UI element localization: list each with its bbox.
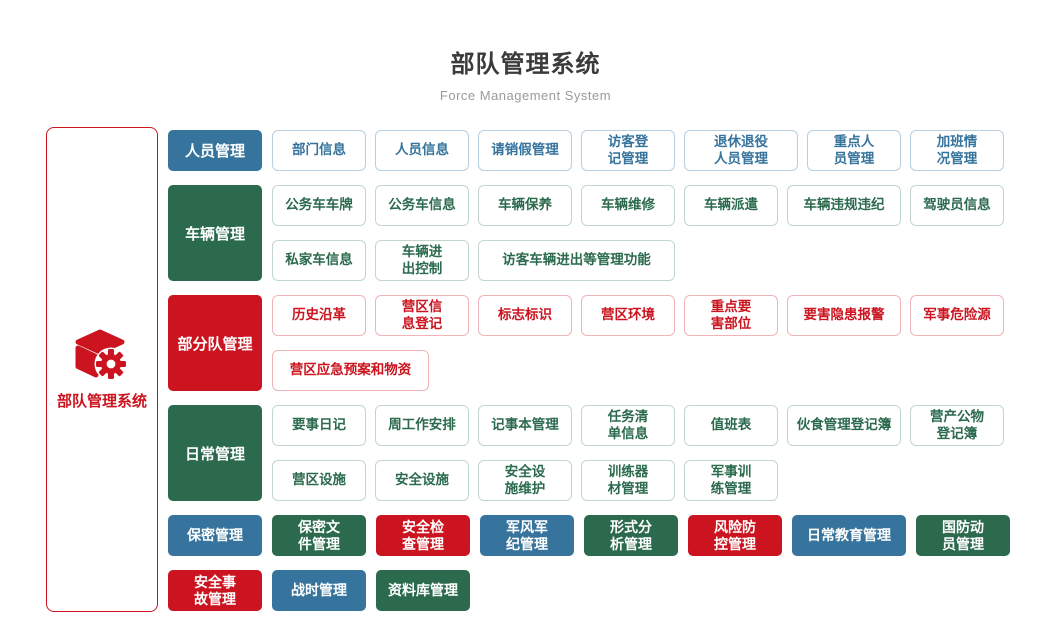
item-button[interactable]: 请销假管理 <box>478 130 572 171</box>
item-button[interactable]: 私家车信息 <box>272 240 366 281</box>
item-button[interactable]: 加班情况管理 <box>910 130 1004 171</box>
module-situation-analysis-management[interactable]: 形式分析管理 <box>584 515 678 556</box>
item-button[interactable]: 要害隐患报警 <box>787 295 901 336</box>
cube-gear-icon <box>75 329 128 380</box>
item-button[interactable]: 历史沿革 <box>272 295 366 336</box>
item-button[interactable]: 标志标识 <box>478 295 572 336</box>
item-button[interactable]: 营区信息登记 <box>375 295 469 336</box>
category-sub-unit-management[interactable]: 部分队管理 <box>168 295 262 391</box>
item-button[interactable]: 访客登记管理 <box>581 130 675 171</box>
module-database-management[interactable]: 资料库管理 <box>376 570 470 611</box>
item-button[interactable]: 访客车辆进出等管理功能 <box>478 240 675 281</box>
module-risk-control-management[interactable]: 风险防控管理 <box>688 515 782 556</box>
module-military-discipline-management[interactable]: 军风军纪管理 <box>480 515 574 556</box>
item-button[interactable]: 重点要害部位 <box>684 295 778 336</box>
item-button[interactable]: 安全设施维护 <box>478 460 572 501</box>
item-button[interactable]: 退休退役人员管理 <box>684 130 798 171</box>
modules-area: 人员管理 部门信息 人员信息 请销假管理 访客登记管理 退休退役人员管理 重点人… <box>168 130 1028 611</box>
page-subtitle: Force Management System <box>439 88 612 103</box>
module-secret-file-management[interactable]: 保密文件管理 <box>272 515 366 556</box>
page-header: 部队管理系统 Force Management System <box>0 44 1051 103</box>
system-root-label: 部队管理系统 <box>56 393 147 410</box>
item-button[interactable]: 营产公物登记簿 <box>910 405 1004 446</box>
item-button[interactable]: 值班表 <box>684 405 778 446</box>
item-button[interactable]: 营区环境 <box>581 295 675 336</box>
item-button[interactable]: 要事日记 <box>272 405 366 446</box>
item-button[interactable]: 营区应急预案和物资 <box>272 350 429 391</box>
module-daily-education-management[interactable]: 日常教育管理 <box>792 515 906 556</box>
module-wartime-management[interactable]: 战时管理 <box>272 570 366 611</box>
item-button[interactable]: 车辆派遣 <box>684 185 778 226</box>
item-button[interactable]: 安全设施 <box>375 460 469 501</box>
item-button[interactable]: 车辆违规违纪 <box>787 185 901 226</box>
item-button[interactable]: 重点人员管理 <box>807 130 901 171</box>
section-personnel-management: 人员管理 部门信息 人员信息 请销假管理 访客登记管理 退休退役人员管理 重点人… <box>168 130 1028 171</box>
solid-module-row-1: 保密管理 保密文件管理 安全检查管理 军风军纪管理 形式分析管理 风险防控管理 … <box>168 515 1028 556</box>
solid-module-row-2: 安全事故管理 战时管理 资料库管理 <box>168 570 1028 611</box>
page-title: 部队管理系统 <box>450 51 601 78</box>
item-button[interactable]: 军事训练管理 <box>684 460 778 501</box>
item-button[interactable]: 军事危险源 <box>910 295 1004 336</box>
item-button[interactable]: 公务车信息 <box>375 185 469 226</box>
item-button[interactable]: 伙食管理登记簿 <box>787 405 901 446</box>
module-safety-accident-management[interactable]: 安全事故管理 <box>168 570 262 611</box>
item-button[interactable]: 公务车车牌 <box>272 185 366 226</box>
item-button[interactable]: 周工作安排 <box>375 405 469 446</box>
section-daily-management: 日常管理 要事日记 周工作安排 记事本管理 任务清单信息 值班表 伙食管理登记簿… <box>168 405 1028 501</box>
category-daily-management[interactable]: 日常管理 <box>168 405 262 501</box>
item-button[interactable]: 记事本管理 <box>478 405 572 446</box>
item-button[interactable]: 人员信息 <box>375 130 469 171</box>
module-defense-mobilization-management[interactable]: 国防动员管理 <box>916 515 1010 556</box>
module-safety-inspection-management[interactable]: 安全检查管理 <box>376 515 470 556</box>
module-secrecy-management[interactable]: 保密管理 <box>168 515 262 556</box>
item-button[interactable]: 训练器材管理 <box>581 460 675 501</box>
section-sub-unit-management: 部分队管理 历史沿革 营区信息登记 标志标识 营区环境 重点要害部位 要害隐患报… <box>168 295 1028 391</box>
item-button[interactable]: 车辆保养 <box>478 185 572 226</box>
category-vehicle-management[interactable]: 车辆管理 <box>168 185 262 281</box>
system-root-panel: 部队管理系统 <box>46 127 158 612</box>
item-button[interactable]: 营区设施 <box>272 460 366 501</box>
item-button[interactable]: 部门信息 <box>272 130 366 171</box>
item-button[interactable]: 车辆维修 <box>581 185 675 226</box>
section-vehicle-management: 车辆管理 公务车车牌 公务车信息 车辆保养 车辆维修 车辆派遣 车辆违规违纪 驾… <box>168 185 1028 281</box>
item-button[interactable]: 车辆进出控制 <box>375 240 469 281</box>
item-button[interactable]: 任务清单信息 <box>581 405 675 446</box>
item-button[interactable]: 驾驶员信息 <box>910 185 1004 226</box>
category-personnel-management[interactable]: 人员管理 <box>168 130 262 171</box>
